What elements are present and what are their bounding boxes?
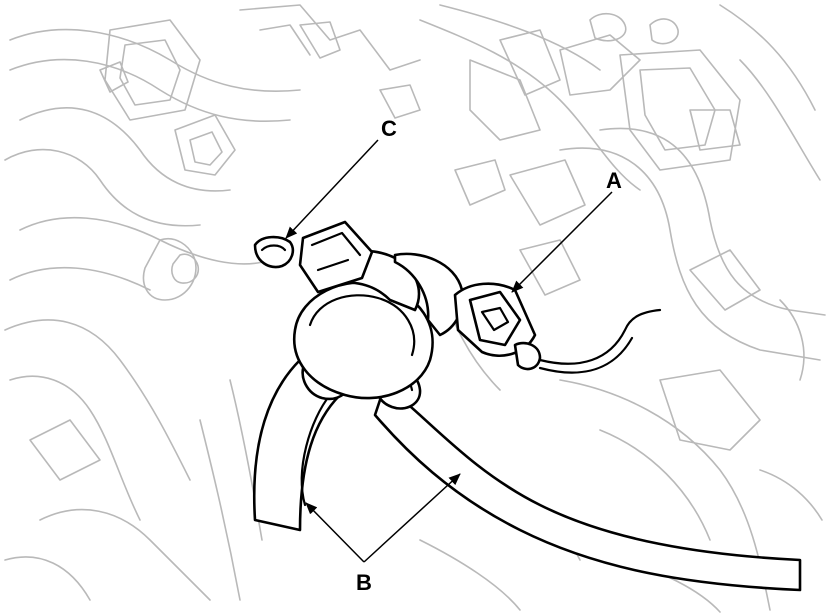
- nut-c: [253, 235, 295, 269]
- solenoid-valve-assembly: [253, 220, 802, 592]
- leader-line-a: [511, 191, 613, 293]
- leader-line-b-left: [305, 502, 365, 563]
- callout-label-b: B: [356, 570, 372, 595]
- engine-background-lineart: [4, 4, 826, 613]
- leader-lines: [285, 139, 613, 563]
- callout-label-c: C: [381, 116, 397, 141]
- electrical-connector-top: [298, 220, 374, 294]
- leader-line-b-right: [363, 473, 461, 563]
- callout-label-a: A: [606, 168, 622, 193]
- leader-line-c: [285, 139, 379, 239]
